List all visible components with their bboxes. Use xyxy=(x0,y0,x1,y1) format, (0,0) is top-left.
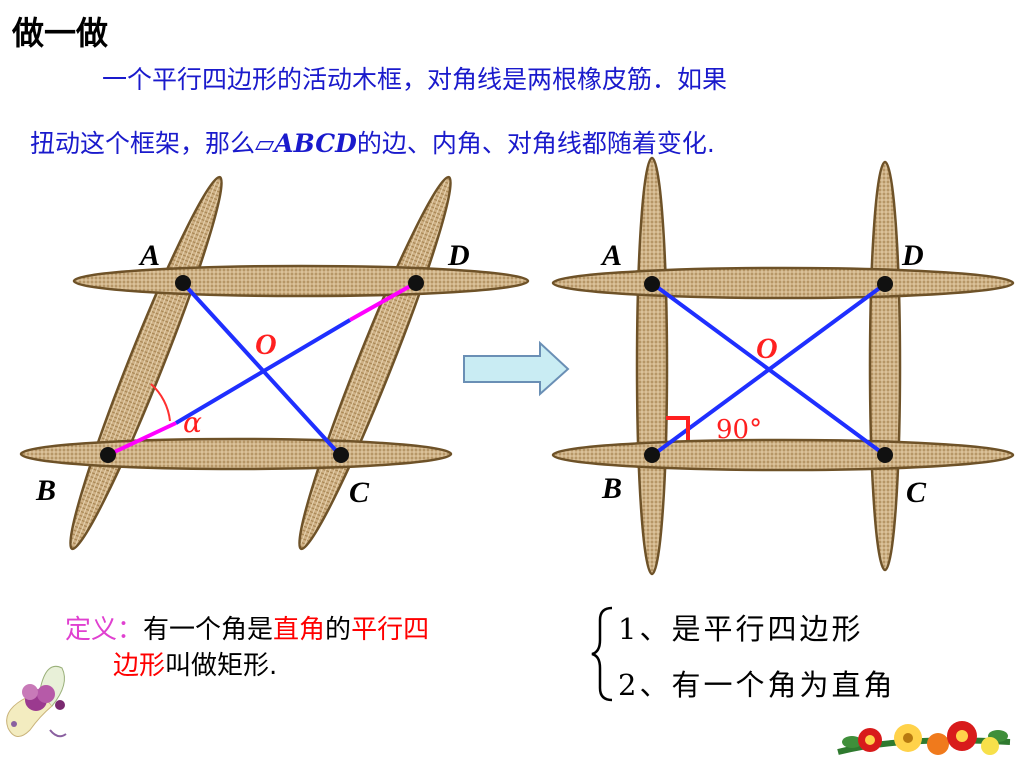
left-label-o: O xyxy=(255,328,277,361)
left-label-c: C xyxy=(349,476,370,509)
left-label-a: A xyxy=(138,239,160,272)
definition-part3: 叫做矩形. xyxy=(165,651,278,681)
left-label-d: D xyxy=(447,239,470,272)
left-joints xyxy=(100,275,424,463)
right-label-d: D xyxy=(901,239,924,272)
joint-c-left xyxy=(333,447,349,463)
right-angle-label: 90° xyxy=(716,415,762,445)
joint-d-right xyxy=(877,276,893,292)
right-label-c: C xyxy=(906,476,927,509)
left-diagonal-bd-blue xyxy=(174,318,352,425)
right-stick-dc xyxy=(868,160,902,572)
intro-line-2-suffix: 的边、内角、对角线都随着变化. xyxy=(356,129,715,158)
condition-item-1: 1、是平行四边形 xyxy=(618,612,864,646)
left-label-b: B xyxy=(35,474,56,507)
left-diagonal-bd-pink-bottom xyxy=(107,421,177,457)
joint-b-left xyxy=(100,447,116,463)
right-label-o: O xyxy=(756,332,778,365)
left-stick-dc xyxy=(298,175,452,551)
left-stick-ab xyxy=(69,175,223,551)
right-label-b: B xyxy=(601,472,622,505)
definition-part2: 的 xyxy=(325,615,352,645)
condition-item-2: 2、有一个角为直角 xyxy=(618,668,896,702)
joint-a-left xyxy=(175,275,191,291)
flower-decoration-right xyxy=(837,721,1011,755)
right-label-a: A xyxy=(600,239,622,272)
right-angle-mark xyxy=(666,416,690,440)
left-stick-bottom xyxy=(19,437,453,471)
left-diagonal-ac xyxy=(181,281,342,457)
rectangle-definition: 定义：有一个角是直角的平行四 边形叫做矩形. xyxy=(65,612,565,684)
right-rectangle-frame xyxy=(551,156,1015,576)
left-diagonal-bd-pink-top xyxy=(349,283,413,322)
definition-highlight-parallelogram-b: 边形 xyxy=(113,651,166,681)
page-title: 做一做 xyxy=(12,14,109,52)
intro-line-1-text: 一个平行四边形的活动木框，对角线是两根橡皮筋．如果 xyxy=(102,65,728,94)
intro-line-2: 扭动这个框架，那么▱ABCD的边、内角、对角线都随着变化. xyxy=(30,124,715,160)
right-stick-ab xyxy=(635,156,669,576)
left-angle-alpha: α xyxy=(183,406,202,439)
conditions-brace xyxy=(591,606,613,702)
joint-c-right xyxy=(877,447,893,463)
intro-line-2-prefix: 扭动这个框架，那么 xyxy=(30,129,256,158)
left-angle-arc xyxy=(150,383,171,422)
definition-highlight-right-angle: 直角 xyxy=(273,615,326,645)
definition-part1: 有一个角是 xyxy=(143,615,274,645)
right-stick-top xyxy=(551,266,1015,300)
right-stick-bottom xyxy=(551,438,1015,472)
arrow-right-icon xyxy=(463,340,570,397)
flower-decoration-left xyxy=(6,665,67,738)
parallelogram-name: ABCD xyxy=(274,129,357,158)
definition-highlight-parallelogram-a: 平行四 xyxy=(351,615,430,645)
intro-line-1: 一个平行四边形的活动木框，对角线是两根橡皮筋．如果 xyxy=(102,60,727,96)
joint-d-left xyxy=(408,275,424,291)
right-diagonal-bd xyxy=(651,282,887,457)
joint-a-right xyxy=(644,276,660,292)
definition-label: 定义： xyxy=(65,615,144,645)
right-joints xyxy=(644,276,893,463)
joint-b-right xyxy=(644,447,660,463)
parallelogram-symbol: ▱ xyxy=(255,129,275,158)
